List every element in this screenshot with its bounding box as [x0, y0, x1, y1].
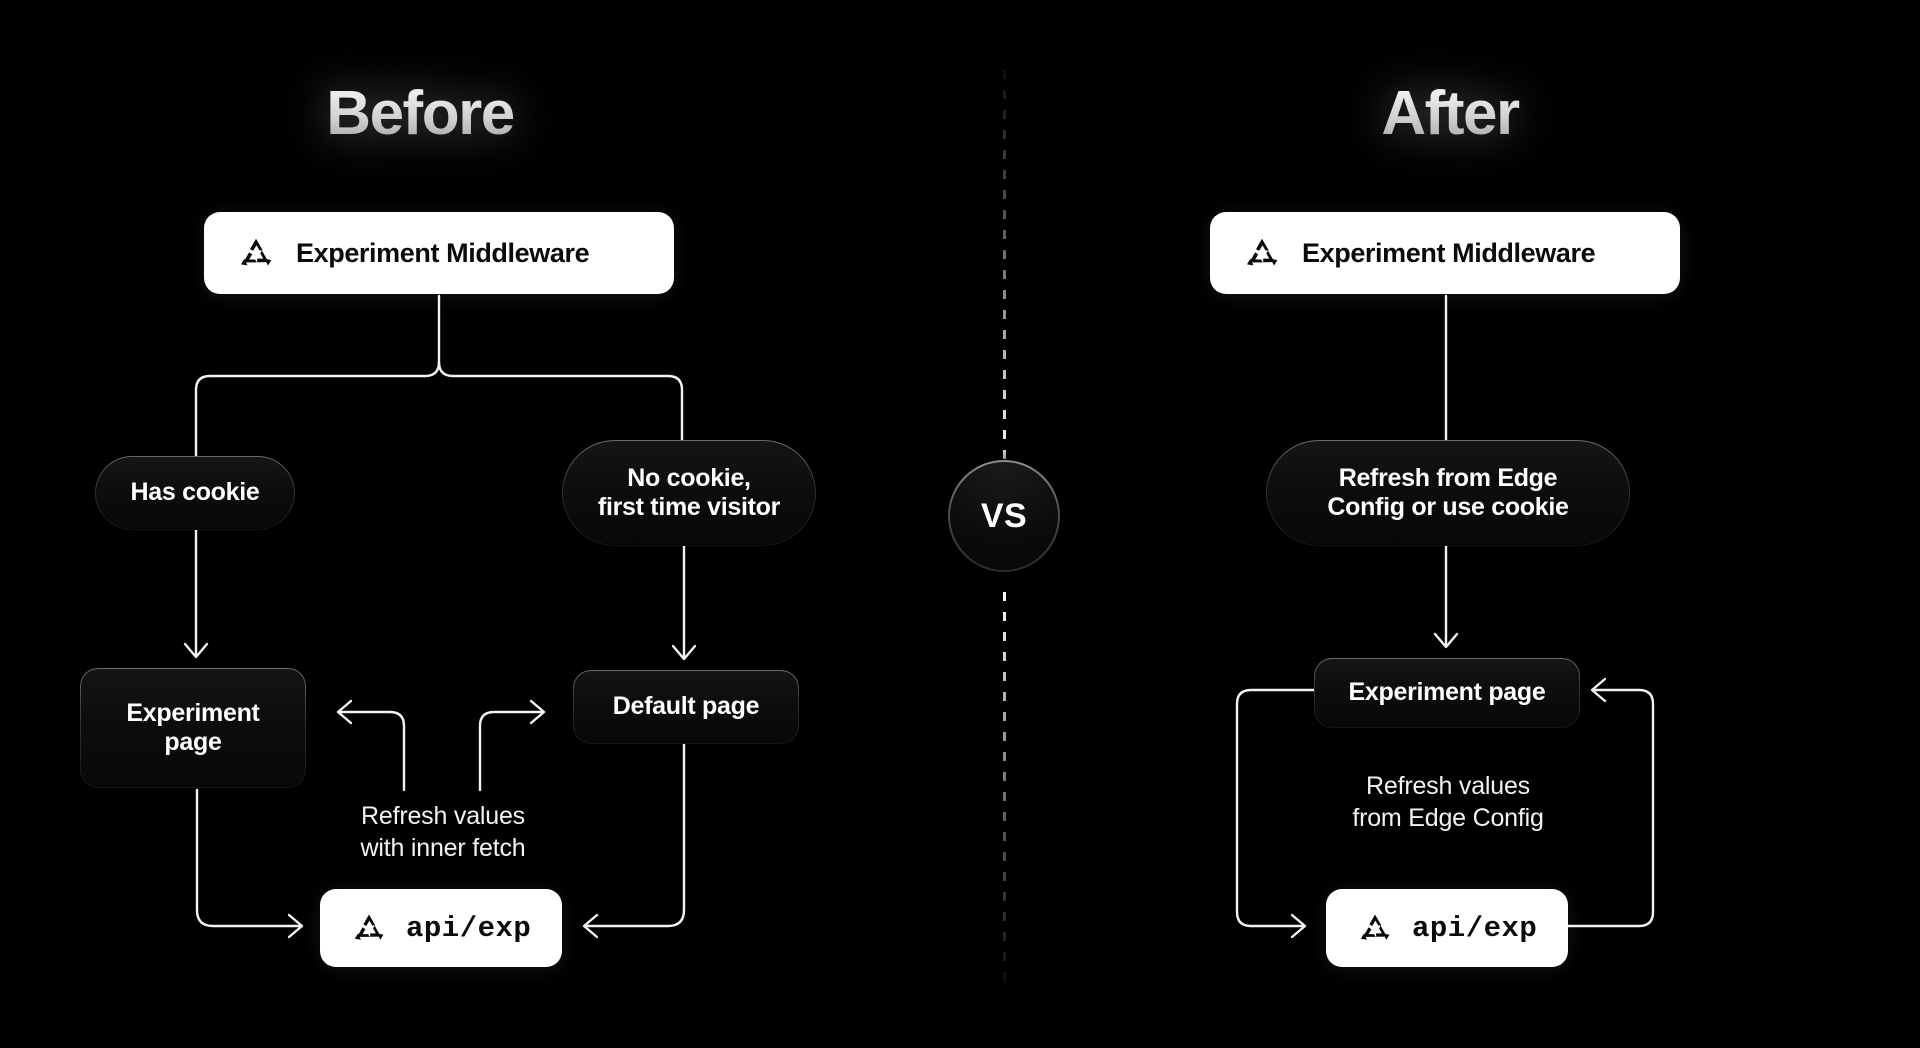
triangle-recycle-logo-icon: [241, 238, 272, 266]
wire-after-api-to-exppage: [1566, 688, 1655, 928]
wire-after-exppage-to-api: [1235, 688, 1316, 928]
after-middleware-label: Experiment Middleware: [1302, 237, 1596, 268]
vs-badge-label: VS: [980, 496, 1028, 535]
after-api-exp-label: api/exp: [1412, 911, 1538, 945]
divider-dashed-bottom: [1003, 592, 1006, 984]
before-branch-no-cookie-label: No cookie, first time visitor: [597, 463, 781, 522]
before-middleware-label: Experiment Middleware: [296, 237, 590, 268]
vs-badge: VS: [948, 460, 1060, 572]
before-refresh-caption: Refresh values with inner fetch: [360, 802, 526, 862]
after-decision-refresh-edge-config[interactable]: Refresh from Edge Config or use cookie: [1266, 440, 1630, 546]
arrowhead-down-nocookie: [671, 644, 697, 661]
arrowhead-down-hascookie: [183, 642, 209, 659]
arrowhead-right-exppage-api: [287, 913, 304, 939]
before-outcome-experiment-page[interactable]: Experiment page: [80, 668, 306, 788]
arrowhead-down-after-decision: [1433, 632, 1459, 649]
after-outcome-experiment-page[interactable]: Experiment page: [1314, 658, 1580, 728]
before-branch-has-cookie-label: Has cookie: [130, 478, 260, 507]
before-outcome-experiment-page-label: Experiment page: [126, 698, 260, 757]
before-outcome-default-page[interactable]: Default page: [573, 670, 799, 744]
divider-dash-pattern-top: [1003, 70, 1006, 460]
wire-defaultpage-to-api: [584, 742, 686, 928]
before-outcome-default-page-label: Default page: [612, 692, 760, 721]
section-title-before: Before: [200, 78, 640, 149]
after-middleware-card[interactable]: Experiment Middleware: [1210, 212, 1680, 294]
wire-middleware-split-left: [194, 360, 441, 458]
before-api-exp-card[interactable]: api/exp: [320, 889, 562, 967]
divider-dashed-top: [1003, 70, 1006, 460]
before-api-exp-label: api/exp: [406, 911, 532, 945]
section-title-after: After: [1230, 78, 1670, 149]
before-middleware-card[interactable]: Experiment Middleware: [204, 212, 674, 294]
triangle-recycle-logo-icon: [1247, 238, 1278, 266]
triangle-recycle-logo-icon: [354, 914, 384, 940]
arrowhead-right-refresh: [529, 699, 546, 725]
arrowhead-left-after-exppage: [1590, 677, 1607, 703]
before-branch-has-cookie[interactable]: Has cookie: [95, 456, 295, 530]
wire-exppage-to-api: [195, 788, 302, 928]
before-branch-no-cookie[interactable]: No cookie, first time visitor: [562, 440, 816, 546]
wire-middleware-split: [437, 294, 684, 442]
arrowhead-left-refresh: [336, 699, 353, 725]
arrowhead-right-after-api: [1290, 913, 1307, 939]
triangle-recycle-logo-icon: [1360, 914, 1390, 940]
after-decision-label: Refresh from Edge Config or use cookie: [1327, 463, 1569, 522]
divider-dash-pattern-bottom: [1003, 592, 1006, 984]
after-outcome-experiment-page-label: Experiment page: [1348, 678, 1546, 707]
wire-refresh-loop-right: [478, 710, 544, 792]
arrowhead-left-defaultpage-api: [582, 913, 599, 939]
after-refresh-caption: Refresh values from Edge Config: [1352, 772, 1544, 832]
wire-refresh-loop-left: [338, 710, 406, 792]
after-api-exp-card[interactable]: api/exp: [1326, 889, 1568, 967]
